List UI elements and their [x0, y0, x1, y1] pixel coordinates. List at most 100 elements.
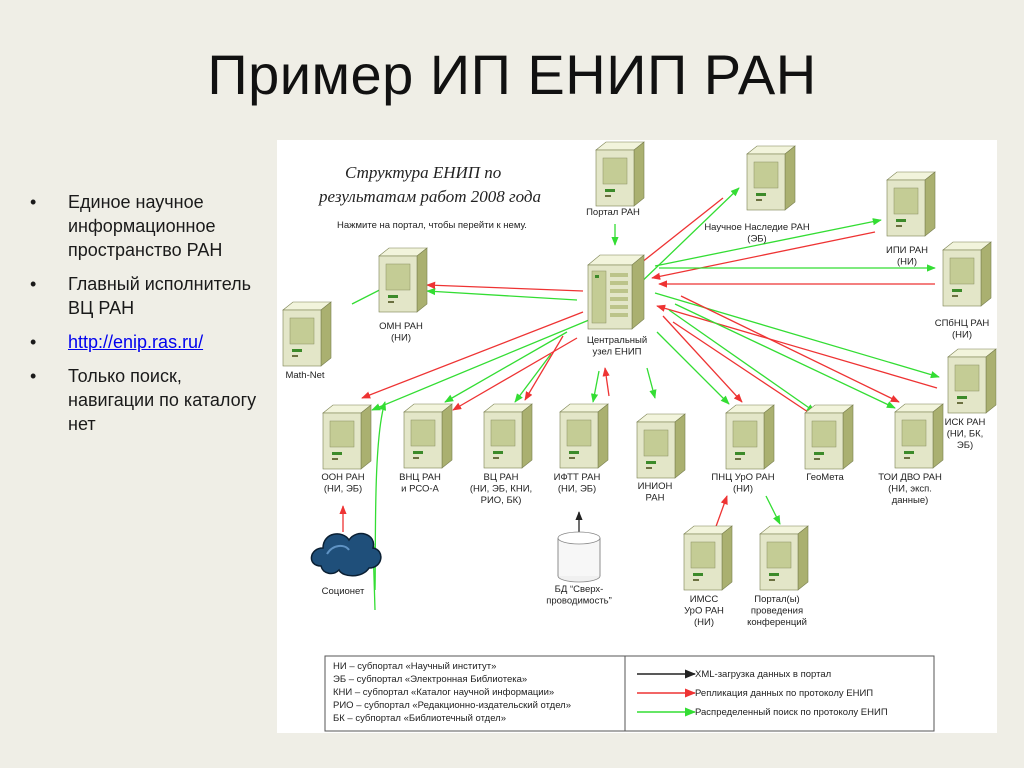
node-socionet[interactable]: Соционет [310, 532, 382, 597]
bullet-list: • Единое научное информационное пространс… [28, 190, 263, 446]
node-heritage[interactable]: Научное Наследие РАН(ЭБ) [704, 145, 810, 245]
node-label-oon: ООН РАН [321, 472, 364, 483]
bullet-text: Единое научное информационное пространст… [68, 192, 223, 260]
node-label-omn: (НИ) [391, 333, 411, 344]
search-arrow [426, 287, 578, 301]
node-ioft[interactable]: ИФТТ РАН(НИ, ЭБ) [554, 403, 609, 495]
server-icon [759, 525, 809, 591]
node-label-inion: РАН [646, 493, 665, 504]
node-label-portal: Портал РАН [586, 207, 640, 218]
server-icon [595, 141, 645, 207]
bullet-dot-icon: • [30, 274, 37, 294]
legend-abbrev-kni: КНИ – субпортал «Каталог научной информа… [333, 687, 554, 698]
node-label-ioft: (НИ, ЭБ) [558, 484, 596, 495]
node-label-ipi: (НИ) [897, 257, 917, 268]
server-icon [403, 403, 453, 469]
replication-arrow [602, 367, 610, 397]
replication-arrow [524, 335, 564, 401]
nodes-layer: Портал РАН Научное Наследие РАН(ЭБ) ИПИ РА… [282, 141, 997, 628]
node-label-inion: ИНИОН [638, 481, 673, 492]
server-icon [886, 171, 936, 237]
replication-arrow [672, 321, 818, 419]
search-arrow [654, 292, 940, 379]
search-arrow [668, 309, 816, 413]
server-icon [559, 403, 609, 469]
node-label-isk: (НИ, БК, [947, 429, 984, 440]
search-arrow [656, 331, 730, 405]
node-toi[interactable]: ТОИ ДВО РАН(НИ, эксп.данные) [878, 403, 944, 506]
server-icon [804, 404, 854, 470]
bullet-dot-icon: • [30, 366, 37, 386]
node-label-db: БД “Сверх- [555, 584, 604, 595]
server-icon [322, 404, 372, 470]
node-label-vc: ВЦ РАН [484, 472, 519, 483]
node-geometa[interactable]: ГеоМета [804, 404, 854, 483]
node-label-toi: (НИ, эксп. [888, 484, 932, 495]
node-label-vc: РИО, БК) [481, 495, 522, 506]
search-arrow [374, 401, 387, 591]
node-pnc[interactable]: ПНЦ УрО РАН(НИ) [711, 404, 775, 495]
node-label-isk: ЭБ) [957, 440, 973, 451]
node-label-central: Центральный [587, 335, 647, 346]
search-arrow [654, 218, 882, 267]
node-label-conf: конференций [747, 617, 807, 628]
node-omn[interactable]: ОМН РАН(НИ) [378, 247, 428, 344]
node-label-heritage: Научное Наследие РАН [704, 222, 810, 233]
replication-arrow [680, 295, 900, 403]
node-db[interactable]: БД “Сверх-проводимость” [546, 531, 612, 607]
legend-xml-label: XML-загрузка данных в портал [695, 669, 831, 680]
search-arrow [765, 495, 781, 525]
node-label-mathnet: Math-Net [285, 370, 324, 381]
search-arrow [646, 367, 657, 399]
search-arrow [444, 331, 568, 403]
node-portal[interactable]: Портал РАН [586, 141, 645, 218]
diagram-canvas: Структура ЕНИП по результатам работ 2008… [282, 141, 997, 732]
node-mathnet[interactable]: Math-Net [282, 301, 332, 381]
cloud-icon [310, 532, 382, 577]
server-icon [636, 413, 686, 479]
server-icon [282, 301, 332, 367]
node-label-imss: (НИ) [694, 617, 714, 628]
legend-abbrev-bk: БК – субпортал «Библиотечный отдел» [333, 713, 506, 724]
node-oon[interactable]: ООН РАН(НИ, ЭБ) [321, 404, 372, 495]
search-arrow [371, 319, 590, 411]
enip-link[interactable]: http://enip.ras.ru/ [68, 332, 204, 352]
node-label-pnc: (НИ) [733, 484, 753, 495]
node-label-imss: ИМСС [690, 594, 719, 605]
diagram-title-line1: Структура ЕНИП по [345, 163, 501, 182]
node-label-pnc: ПНЦ УрО РАН [711, 472, 774, 483]
search-arrow [632, 187, 740, 291]
server-icon [483, 403, 533, 469]
bullet-item: • Только поиск, навигации по каталогу нет [28, 364, 263, 436]
enip-structure-diagram: Структура ЕНИП по результатам работ 2008… [277, 140, 997, 733]
server-icon [894, 403, 944, 469]
node-vc[interactable]: ВЦ РАН(НИ, ЭБ, КНИ,РИО, БК) [470, 403, 533, 506]
legend-abbrev-rio: РИО – субпортал «Редакционно-издательски… [333, 700, 571, 711]
legend-abbrev-ni: НИ – субпортал «Научный институт» [333, 661, 496, 672]
legend-search-label: Распределенный поиск по протоколу ЕНИП [695, 707, 888, 718]
replication-arrow [361, 311, 584, 399]
replication-arrow [662, 315, 743, 403]
node-label-spb: (НИ) [952, 330, 972, 341]
node-label-ipi: ИПИ РАН [886, 245, 928, 256]
node-isk[interactable]: ИСК РАН(НИ, БК,ЭБ) [945, 348, 997, 451]
node-ipi[interactable]: ИПИ РАН(НИ) [886, 171, 936, 268]
database-icon [557, 531, 601, 583]
diagram-subtitle: Нажмите на портал, чтобы перейти к нему. [337, 220, 527, 231]
slide-title: Пример ИП ЕНИП РАН [207, 43, 817, 106]
server-icon [378, 247, 428, 313]
replication-arrow [656, 304, 938, 389]
bullet-item: •Единое научное информационное пространс… [28, 190, 263, 262]
bullet-dot-icon: • [30, 332, 37, 352]
bullet-text: Только поиск, навигации по каталогу нет [68, 366, 257, 434]
node-spb[interactable]: СПбНЦ РАН(НИ) [935, 241, 992, 341]
bullet-item: • http://enip.ras.ru/ [28, 330, 263, 354]
node-label-conf: проведения [751, 606, 803, 617]
server-icon [683, 525, 733, 591]
replication-arrow [651, 231, 876, 280]
